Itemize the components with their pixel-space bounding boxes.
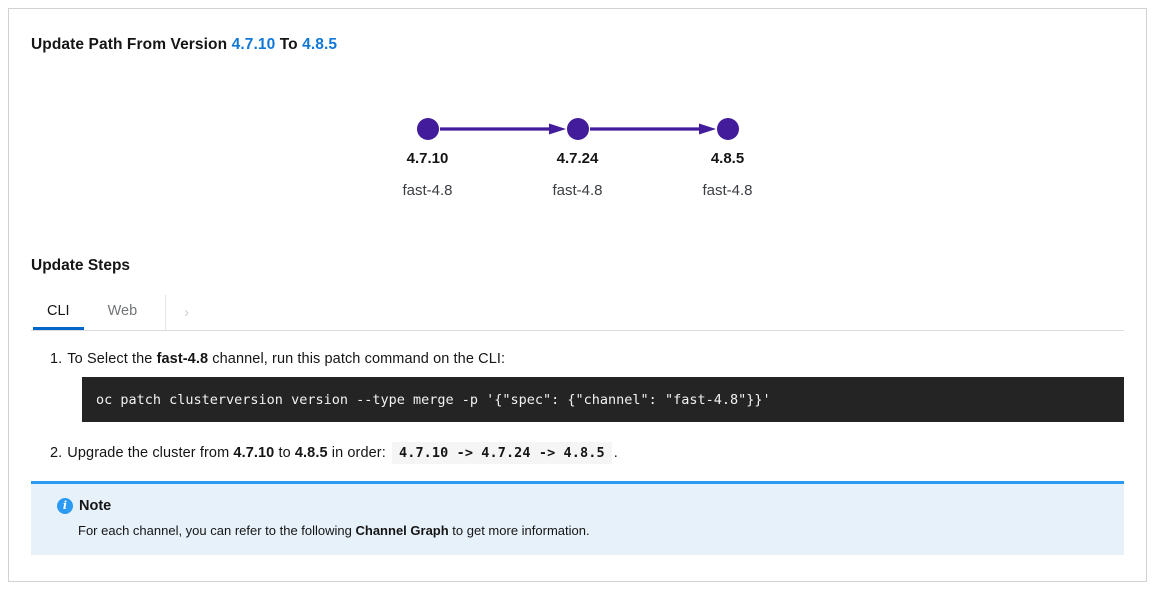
note-body: For each channel, you can refer to the f… <box>78 522 1108 539</box>
note-body-before: For each channel, you can refer to the f… <box>78 523 356 538</box>
step-2-to-version: 4.8.5 <box>294 445 328 461</box>
update-path-graph: 4.7.10 4.7.24 4.8.5 fast-4.8 fast-4.8 fa… <box>9 109 1146 209</box>
info-icon: i <box>57 498 73 514</box>
version-node[interactable] <box>566 118 589 140</box>
step-1-text-after: channel, run this patch command on the C… <box>208 351 506 367</box>
title-to-version: 4.8.5 <box>302 36 338 53</box>
step-1-channel: fast-4.8 <box>156 351 209 367</box>
note-channel-graph-ref: Channel Graph <box>355 523 449 538</box>
title-prefix: Update Path From Version <box>31 36 228 53</box>
node-channel-label: fast-4.8 <box>702 182 753 199</box>
version-node[interactable] <box>416 118 439 140</box>
update-path-panel: Update Path From Version 4.7.10 To 4.8.5… <box>8 8 1147 582</box>
version-node[interactable] <box>716 118 739 140</box>
step-2-text-before: Upgrade the cluster from <box>67 445 234 461</box>
step-2-text-mid: to <box>274 445 295 461</box>
graph-labels: 4.7.10 4.7.24 4.8.5 fast-4.8 fast-4.8 fa… <box>348 149 808 209</box>
node-version-label: 4.8.5 <box>710 150 745 167</box>
step-1-text-before: To Select the <box>67 351 157 367</box>
chevron-right-icon[interactable]: › <box>184 304 190 321</box>
tab-cli[interactable]: CLI <box>33 295 84 330</box>
page-title: Update Path From Version 4.7.10 To 4.8.5 <box>31 34 1146 56</box>
update-steps-heading: Update Steps <box>31 257 131 274</box>
note-title: Note <box>79 498 112 514</box>
upgrade-order-code: 4.7.10 -> 4.7.24 -> 4.8.5 <box>392 442 612 464</box>
step-1-marker: 1. <box>50 351 63 367</box>
step-2-from-version: 4.7.10 <box>233 445 275 461</box>
note-alert: i Note For each channel, you can refer t… <box>31 481 1124 555</box>
step-1: 1. To Select the fast-4.8 channel, run t… <box>31 349 1124 369</box>
step-1-text: To Select the fast-4.8 channel, run this… <box>67 349 505 369</box>
cli-command-codeblock: oc patch clusterversion version --type m… <box>82 377 1124 422</box>
step-2-text: Upgrade the cluster from 4.7.10 to 4.8.5… <box>67 442 618 464</box>
title-connector: To <box>279 36 298 53</box>
note-header: i Note <box>57 496 1108 516</box>
step-2-period: . <box>613 445 618 461</box>
steps-section: Update Steps CLI Web › 1. To Select the … <box>31 255 1124 555</box>
node-version-label: 4.7.24 <box>556 150 599 167</box>
update-path-graph-svg <box>416 118 739 140</box>
note-body-after: to get more information. <box>448 523 590 538</box>
title-from-version: 4.7.10 <box>231 36 276 53</box>
steps-tabbar: CLI Web › <box>31 295 1124 331</box>
node-channel-label: fast-4.8 <box>552 182 603 199</box>
node-channel-label: fast-4.8 <box>402 182 453 199</box>
edge-arrowhead <box>548 123 566 135</box>
step-2-text-after: in order: <box>327 445 390 461</box>
node-version-label: 4.7.10 <box>406 150 449 167</box>
step-2-marker: 2. <box>50 445 63 461</box>
edge-arrowhead <box>698 123 716 135</box>
step-2: 2. Upgrade the cluster from 4.7.10 to 4.… <box>31 442 1124 464</box>
tabbar-divider <box>165 295 167 330</box>
tab-web[interactable]: Web <box>107 303 138 319</box>
cli-command: oc patch clusterversion version --type m… <box>96 391 771 408</box>
